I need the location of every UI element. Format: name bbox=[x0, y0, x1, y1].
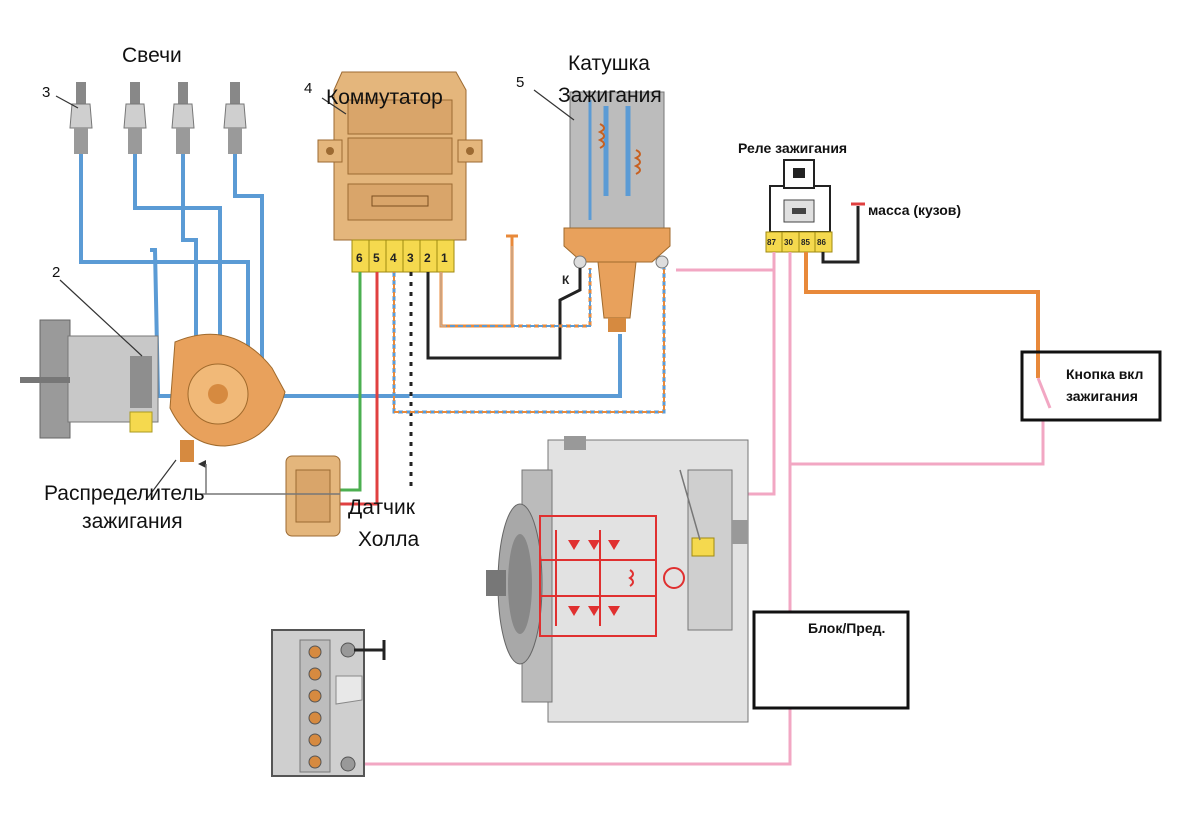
control-wires bbox=[330, 234, 666, 506]
spark-plug-3 bbox=[171, 82, 195, 154]
label-ignition-relay: Реле зажигания bbox=[738, 140, 848, 156]
commutator-module: 6 5 4 3 2 1 bbox=[317, 71, 483, 273]
battery bbox=[271, 629, 386, 777]
spark-plugs bbox=[69, 82, 247, 154]
label-ground: масса (кузов) bbox=[868, 202, 962, 218]
label-distributor-line1: Распределитель bbox=[44, 482, 205, 505]
ignition-button-box bbox=[1020, 350, 1162, 422]
commutator-pin-3: 3 bbox=[407, 251, 414, 265]
hv-wires bbox=[79, 154, 622, 406]
ignition-relay: 87 30 85 86 bbox=[765, 159, 833, 253]
relay-pin-30: 30 bbox=[784, 238, 793, 247]
relay-pin-86: 86 bbox=[817, 238, 826, 247]
label-coil-line2: Зажигания bbox=[558, 84, 662, 107]
alternator bbox=[486, 436, 749, 723]
ignition-coil: К bbox=[562, 91, 671, 332]
hall-sensor bbox=[198, 455, 341, 537]
label-commutator: Коммутатор bbox=[326, 86, 443, 109]
commutator-pin-1: 1 bbox=[441, 251, 448, 265]
callout-4: 4 bbox=[304, 80, 313, 97]
label-block: Блок/Пред. bbox=[808, 620, 886, 636]
commutator-pin-5: 5 bbox=[373, 251, 380, 265]
callout-2: 2 bbox=[52, 264, 61, 281]
spark-plug-4 bbox=[223, 82, 247, 154]
coil-terminal-k: К bbox=[562, 273, 570, 287]
label-hall-line2: Холла bbox=[358, 528, 420, 551]
ignition-distributor bbox=[20, 319, 286, 462]
commutator-pin-4: 4 bbox=[390, 251, 397, 265]
spark-plug-1 bbox=[69, 82, 93, 154]
callout-5: 5 bbox=[516, 74, 525, 91]
commutator-pin-2: 2 bbox=[424, 251, 431, 265]
relay-pin-85: 85 bbox=[801, 238, 810, 247]
label-button-line1: Кнопка вкл bbox=[1066, 366, 1144, 382]
label-coil-line1: Катушка bbox=[568, 52, 650, 75]
relay-pin-87: 87 bbox=[767, 238, 776, 247]
label-button-line2: зажигания bbox=[1066, 388, 1138, 404]
label-distributor-line2: зажигания bbox=[82, 510, 183, 533]
label-spark-plugs: Свечи bbox=[122, 44, 182, 67]
relay-wires bbox=[356, 202, 1052, 766]
label-hall-line1: Датчик bbox=[348, 496, 415, 519]
spark-plug-2 bbox=[123, 82, 147, 154]
block-box bbox=[752, 610, 910, 710]
callout-3: 3 bbox=[42, 84, 51, 101]
commutator-pin-6: 6 bbox=[356, 251, 363, 265]
callout-leaders bbox=[55, 89, 575, 501]
